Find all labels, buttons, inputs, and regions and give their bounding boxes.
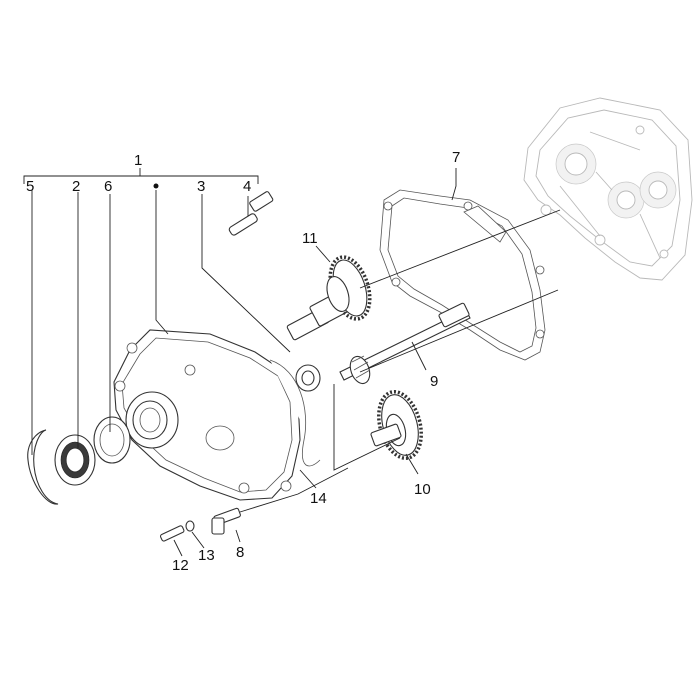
callout-labels: 1 2 3 4 5 6 7 8 9 10 11 12 13 14 <box>26 149 460 574</box>
leader-lines <box>23 168 561 557</box>
callout-2: 2 <box>72 178 80 195</box>
circlip <box>27 429 59 505</box>
callout-9: 9 <box>430 373 438 390</box>
callout-8: 8 <box>236 544 244 561</box>
gasket <box>379 189 546 361</box>
callout-12: 12 <box>172 557 189 574</box>
callout-10: 10 <box>414 481 431 498</box>
pinion-shaft <box>339 302 471 385</box>
screw-8 <box>211 507 241 535</box>
output-gear <box>370 390 423 460</box>
washer-13 <box>185 520 195 532</box>
callout-11: 11 <box>302 230 318 247</box>
callout-4: 4 <box>243 178 251 195</box>
callout-13: 13 <box>198 547 215 564</box>
callout-14: 14 <box>310 490 327 507</box>
ball-bearing <box>54 434 96 486</box>
transmission-cover <box>113 329 321 501</box>
oil-seal <box>93 416 131 464</box>
callout-6: 6 <box>104 178 112 195</box>
callout-1: 1 <box>134 152 142 169</box>
small-bearing <box>295 364 321 392</box>
callout-7: 7 <box>452 149 460 166</box>
callout-3: 3 <box>197 178 205 195</box>
breather-fitting <box>228 191 274 236</box>
gear-shaft <box>286 255 372 341</box>
screw-12 <box>159 525 185 542</box>
transmission-housing-ghost <box>523 97 693 281</box>
callout-5: 5 <box>26 178 34 195</box>
